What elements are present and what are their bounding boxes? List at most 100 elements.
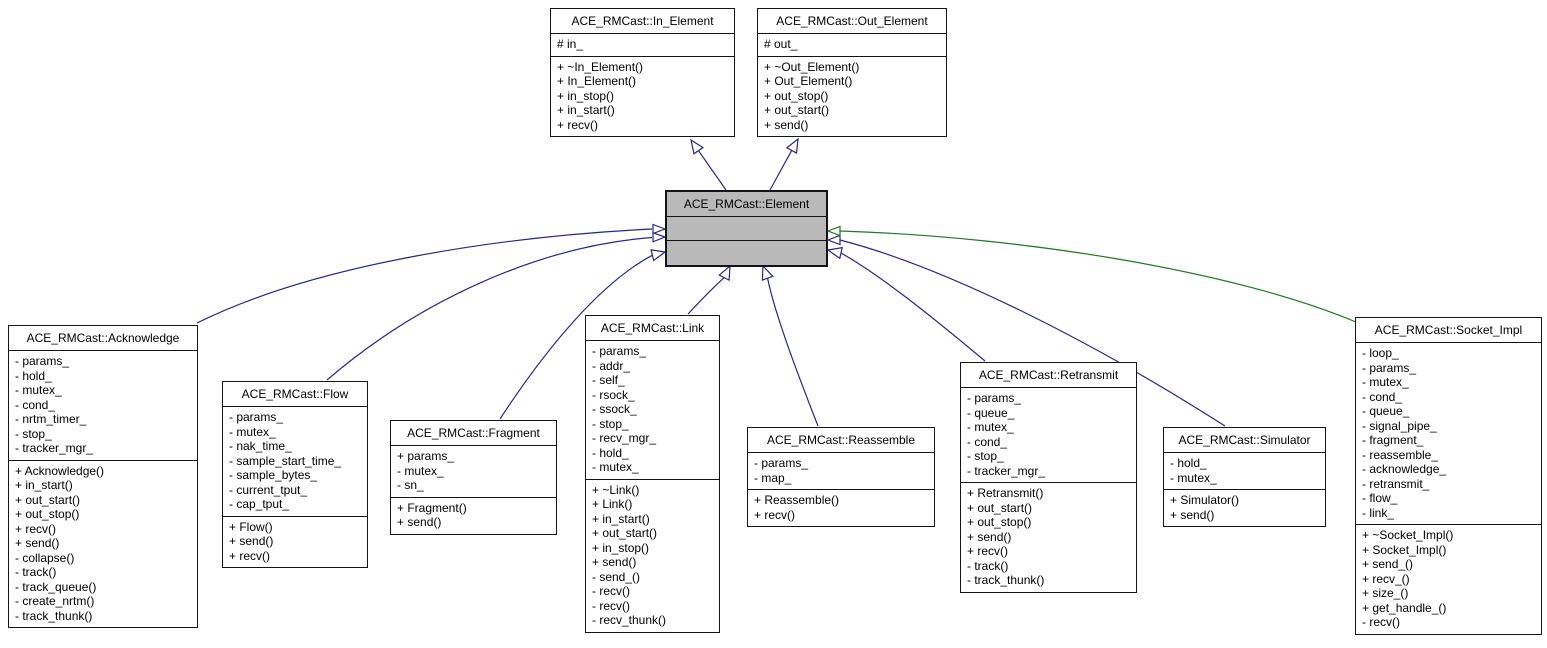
inheritance-arrowhead-icon [718, 264, 731, 282]
class-member: - track_thunk() [15, 608, 93, 623]
class-member: + Retransmit() [967, 486, 1044, 500]
class-title: ACE_RMCast::Simulator [1164, 428, 1325, 453]
edge-line [326, 236, 653, 381]
edge-line [767, 278, 819, 427]
class-member: - rsock_ [592, 387, 635, 402]
edge-line [839, 239, 1226, 427]
class-member: - mutex_ [229, 424, 276, 439]
class-member: - recv() [592, 584, 630, 598]
class-methods: + Acknowledge()+ in_start()+ out_start()… [9, 461, 197, 628]
class-methods: + ~In_Element()+ In_Element()+ in_stop()… [551, 57, 734, 137]
inheritance-arrowhead-icon [652, 223, 667, 235]
class-member: - map_ [754, 470, 792, 485]
class-member: + send() [592, 555, 637, 569]
class-member: - cond_ [1362, 389, 1403, 404]
class-member: + out_start() [15, 492, 81, 507]
class-member: - loop_ [1362, 346, 1399, 360]
class-member: + in_stop() [557, 88, 615, 103]
class-box-flow[interactable]: ACE_RMCast::Flow - params_- mutex_- nak_… [222, 381, 368, 568]
class-member: - params_ [967, 391, 1022, 405]
class-member: + Socket_Impl() [1362, 542, 1447, 557]
class-member: - mutex_ [967, 420, 1014, 434]
edge-reassemble-to-element [761, 264, 819, 427]
class-member: - hold_ [592, 445, 629, 460]
class-title: ACE_RMCast::Flow [223, 382, 367, 407]
class-methods: + Simulator()+ send() [1164, 490, 1325, 526]
class-member: - track_queue() [15, 579, 97, 594]
class-member: + send() [397, 515, 442, 529]
class-member: - nrtm_timer_ [15, 412, 87, 426]
class-member: - send_() [592, 569, 641, 584]
class-member: - params_ [229, 410, 284, 424]
class-member: - link_ [1362, 505, 1395, 520]
class-member: - mutex_ [1170, 470, 1217, 485]
class-box-reassemble[interactable]: ACE_RMCast::Reassemble - params_- map_ +… [747, 427, 935, 527]
class-attributes: - hold_- mutex_ [1164, 453, 1325, 490]
class-box-in-element[interactable]: ACE_RMCast::In_Element # in_ + ~In_Eleme… [550, 8, 735, 137]
class-member: - hold_ [15, 368, 52, 383]
class-member: # out_ [764, 37, 798, 51]
class-member: - reassemble_ [1362, 447, 1439, 462]
class-box-socket-impl[interactable]: ACE_RMCast::Socket_Impl - loop_- params_… [1355, 317, 1542, 635]
class-member: + recv() [754, 507, 796, 522]
class-methods: + Flow()+ send()+ recv() [223, 517, 367, 568]
class-title: ACE_RMCast::Retransmit [961, 363, 1136, 388]
class-member: # in_ [557, 37, 584, 51]
class-member: - recv_mgr_ [592, 431, 657, 445]
class-member: - tracker_mgr_ [967, 463, 1046, 478]
class-box-link[interactable]: ACE_RMCast::Link - params_- addr_- self_… [585, 315, 720, 633]
class-member: + ~Out_Element() [764, 59, 860, 74]
class-member: + recv() [967, 544, 1009, 558]
class-box-acknowledge[interactable]: ACE_RMCast::Acknowledge - params_- hold_… [8, 325, 198, 628]
edge-socket-impl-to-element [826, 225, 1357, 323]
class-member: - nak_time_ [229, 439, 292, 453]
class-attributes: - params_- queue_- mutex_- cond_- stop_-… [961, 388, 1136, 483]
edge-acknowledge-to-element [196, 223, 667, 324]
class-member: - mutex_ [15, 383, 62, 397]
class-member: - create_nrtm() [15, 594, 95, 608]
class-member: + out_stop() [967, 515, 1032, 529]
edge-element-to-in-element [690, 138, 727, 191]
edge-line [698, 150, 727, 191]
edge-line [196, 228, 653, 324]
class-attributes: - params_- addr_- self_- rsock_- ssock_-… [586, 341, 719, 480]
class-member: + Link() [592, 497, 633, 511]
class-box-fragment[interactable]: ACE_RMCast::Fragment + params_- mutex_- … [390, 420, 557, 535]
class-member: - flow_ [1362, 491, 1398, 505]
class-member: - stop_ [592, 416, 629, 431]
class-title: ACE_RMCast::Socket_Impl [1356, 318, 1541, 343]
class-member: - queue_ [1362, 404, 1410, 418]
class-member: + send_() [1362, 557, 1414, 571]
class-methods: + Retransmit()+ out_start()+ out_stop()+… [961, 483, 1136, 592]
class-member: + Simulator() [1170, 493, 1240, 507]
class-box-element[interactable]: ACE_RMCast::Element [665, 190, 828, 267]
class-member: - cap_tput_ [229, 497, 290, 511]
class-box-out-element[interactable]: ACE_RMCast::Out_Element # out_ + ~Out_El… [757, 8, 947, 137]
class-member: - ssock_ [592, 402, 637, 416]
class-box-retransmit[interactable]: ACE_RMCast::Retransmit - params_- queue_… [960, 362, 1137, 593]
class-member: - track() [967, 558, 1009, 573]
class-title: ACE_RMCast::Link [586, 316, 719, 341]
class-title: ACE_RMCast::In_Element [551, 9, 734, 34]
class-member: - mutex_ [397, 463, 444, 478]
class-member: + In_Element() [557, 74, 637, 88]
class-member: - signal_pipe_ [1362, 418, 1437, 433]
class-attributes: - loop_- params_- mutex_- cond_- queue_-… [1356, 343, 1541, 525]
class-member: - params_ [1362, 360, 1417, 375]
class-member: - hold_ [1170, 456, 1207, 470]
class-member: + ~In_Element() [557, 59, 644, 74]
class-title: ACE_RMCast::Element [667, 192, 826, 217]
class-methods [667, 241, 826, 265]
class-member: + send() [1170, 507, 1215, 522]
class-member: + in_start() [592, 511, 650, 526]
class-methods: + Reassemble()+ recv() [748, 490, 934, 526]
class-member: - recv() [592, 598, 630, 613]
class-member: - sn_ [397, 478, 424, 492]
class-methods: + ~Out_Element()+ Out_Element()+ out_sto… [758, 57, 946, 137]
class-member: - sample_bytes_ [229, 468, 318, 482]
class-member: - params_ [15, 354, 70, 368]
class-methods: + Fragment()+ send() [391, 498, 556, 534]
class-box-simulator[interactable]: ACE_RMCast::Simulator - hold_- mutex_ + … [1163, 427, 1326, 527]
